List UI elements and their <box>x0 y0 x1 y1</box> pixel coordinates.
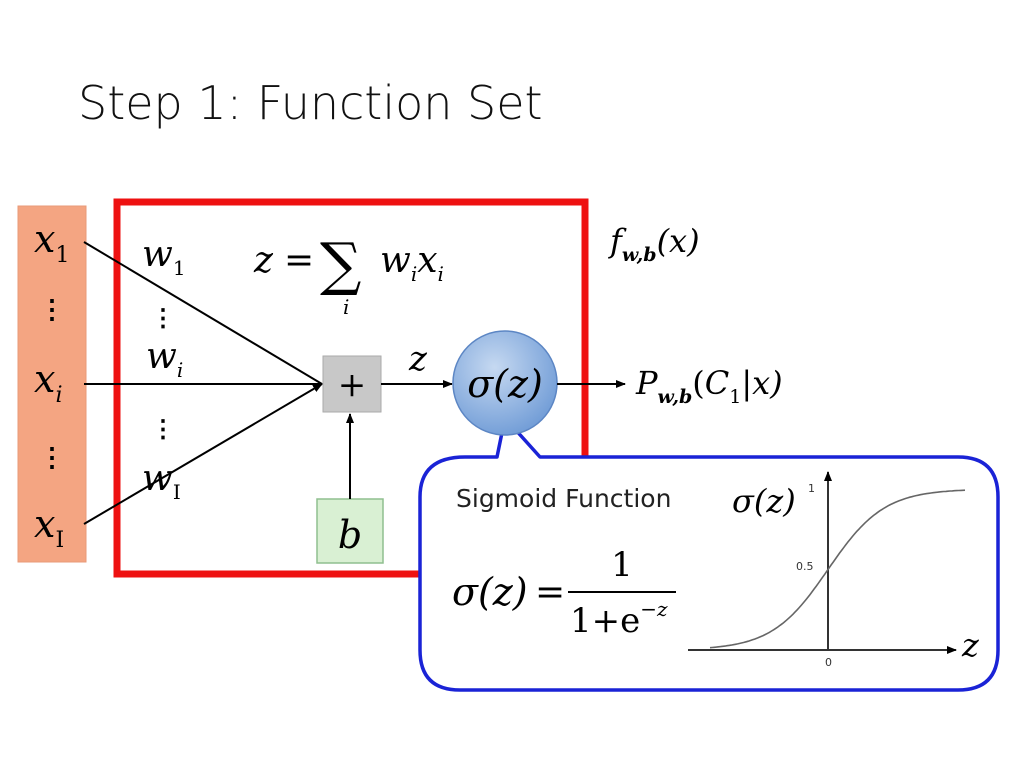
callout-heading: Sigmoid Function <box>456 484 671 513</box>
input-xi-base: x <box>34 357 55 401</box>
input-x1: x1 <box>34 217 69 268</box>
graph-y-label: σ(z) <box>732 482 796 520</box>
sigmoid-graph: 1 0.5 0 σ(z) z <box>688 471 980 669</box>
sigmoid-formula-eq: = <box>535 572 565 613</box>
sum-index: i <box>343 295 349 319</box>
function-sub: w,b <box>622 244 657 266</box>
sigmoid-denominator-base: 1+e <box>570 601 640 641</box>
plus-node <box>322 355 382 413</box>
output-open: ( <box>692 364 704 402</box>
sigmoid-denominator: 1+e−z <box>570 597 668 641</box>
sigmoid-denominator-exp: −z <box>640 597 668 621</box>
weight-w1-base: w <box>142 234 173 275</box>
weight-w1: w1 <box>142 234 186 280</box>
sum-lhs: z <box>253 240 274 281</box>
weight-line-1 <box>83 241 323 385</box>
sigmoid-node-label: σ(z) <box>467 362 543 406</box>
input-xI-base: x <box>34 502 55 546</box>
input-xI-sub: I <box>55 528 64 553</box>
weight-line-I <box>83 383 323 525</box>
weight-wi-sub: i <box>177 358 183 382</box>
weight-wI-base: w <box>142 458 173 499</box>
input-dots-bottom: ⋮ <box>39 443 65 473</box>
neuron-box <box>113 198 589 578</box>
output-C-sub: 1 <box>729 386 741 408</box>
weight-dots-bottom: ⋮ <box>151 414 175 443</box>
output-P: P <box>635 364 658 402</box>
graph-tick-1: 1 <box>808 482 815 495</box>
weight-wI: wI <box>142 458 181 504</box>
graph-tick-0: 0 <box>825 656 832 669</box>
sigmoid-callout <box>418 416 1000 692</box>
sigmoid-curve <box>709 489 966 649</box>
weight-wI-sub: I <box>173 480 181 504</box>
sum-x-sub: i <box>438 262 444 286</box>
bias-node <box>316 498 384 564</box>
sigmoid-numerator: 1 <box>611 545 633 585</box>
weight-wi-base: w <box>146 336 177 377</box>
weight-wi: wi <box>146 336 183 382</box>
plus-label: + <box>338 365 367 405</box>
sum-w: w <box>380 240 411 281</box>
sum-w-sub: i <box>411 262 417 286</box>
bias-label: b <box>338 513 362 557</box>
input-x1-base: x <box>34 217 55 261</box>
function-label: fw,b(x) <box>608 222 700 266</box>
input-xi-sub: i <box>55 383 62 408</box>
function-arg: (x) <box>657 222 700 260</box>
weight-dots-top: ⋮ <box>151 303 175 332</box>
output-label: Pw,b(C1|x) <box>635 364 783 408</box>
input-xi: xi <box>34 357 62 408</box>
input-column <box>17 205 87 563</box>
input-x1-sub: 1 <box>55 243 69 268</box>
page-title: Step 1: Function Set <box>78 76 543 130</box>
sum-sigma: ∑ <box>320 230 361 298</box>
sigmoid-formula-lhs: σ(z) <box>452 570 528 614</box>
graph-x-label: z <box>961 626 980 664</box>
graph-tick-0.5: 0.5 <box>796 560 814 573</box>
output-C: C <box>705 364 729 402</box>
sum-term: wixi <box>380 240 444 286</box>
sum-equation: z = ∑ i wixi <box>253 230 444 319</box>
weight-w1-sub: 1 <box>173 256 186 280</box>
output-sub: w,b <box>658 386 693 408</box>
z-label: z <box>408 339 428 379</box>
sum-x: x <box>417 240 437 281</box>
sum-eq: = <box>284 240 314 281</box>
input-xI: xI <box>34 502 64 553</box>
output-rest: |x) <box>741 364 782 402</box>
input-dots-top: ⋮ <box>39 295 65 325</box>
